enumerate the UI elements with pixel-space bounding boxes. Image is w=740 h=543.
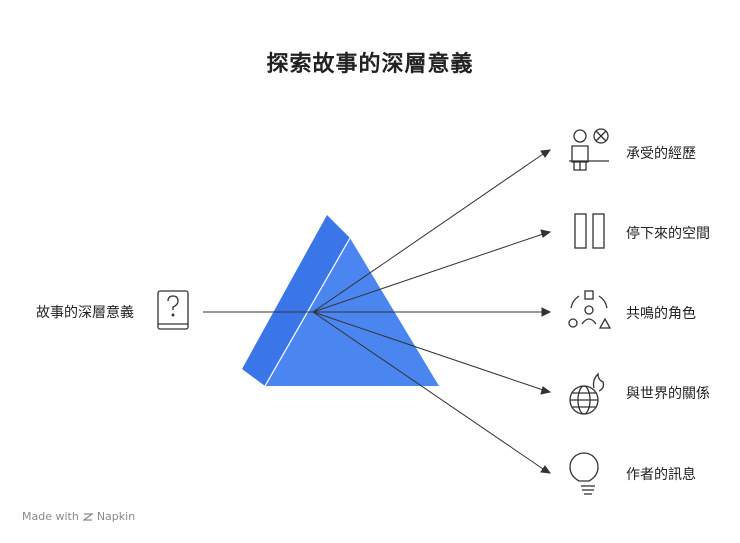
- ray-5: [312, 311, 547, 472]
- output-rays: [312, 149, 552, 474]
- ray-4: [312, 311, 547, 392]
- made-with-text: Made with: [22, 510, 79, 523]
- input-label: 故事的深層意義: [36, 305, 134, 321]
- page-title: 探索故事的深層意義: [266, 52, 474, 77]
- output-label-5: 作者的訊息: [626, 467, 696, 483]
- arrowhead-4: [540, 386, 552, 395]
- brand-name: Napkin: [96, 510, 136, 523]
- book-question-icon: [157, 290, 189, 330]
- output-label-3: 共鳴的角色: [626, 306, 696, 322]
- footer-credit[interactable]: Made with Napkin: [22, 510, 135, 523]
- output-label-1: 承受的經歷: [626, 146, 696, 162]
- globe-fire-icon: [569, 372, 605, 415]
- person-with-x-icon: [569, 128, 609, 171]
- arrowhead-2: [540, 229, 552, 238]
- output-label-4: 與世界的關係: [626, 386, 710, 402]
- output-label-2: 停下來的空間: [626, 226, 710, 242]
- arrowhead-5: [540, 465, 552, 474]
- pause-icon: [574, 213, 605, 249]
- lightbulb-icon: [569, 452, 599, 495]
- arrowhead-3: [541, 307, 552, 317]
- people-shapes-icon: [568, 290, 612, 329]
- napkin-logo-icon: [82, 512, 93, 521]
- ray-1: [312, 151, 547, 313]
- ray-2: [312, 232, 547, 313]
- arrowhead-1: [540, 149, 552, 158]
- prism-side: [242, 215, 350, 386]
